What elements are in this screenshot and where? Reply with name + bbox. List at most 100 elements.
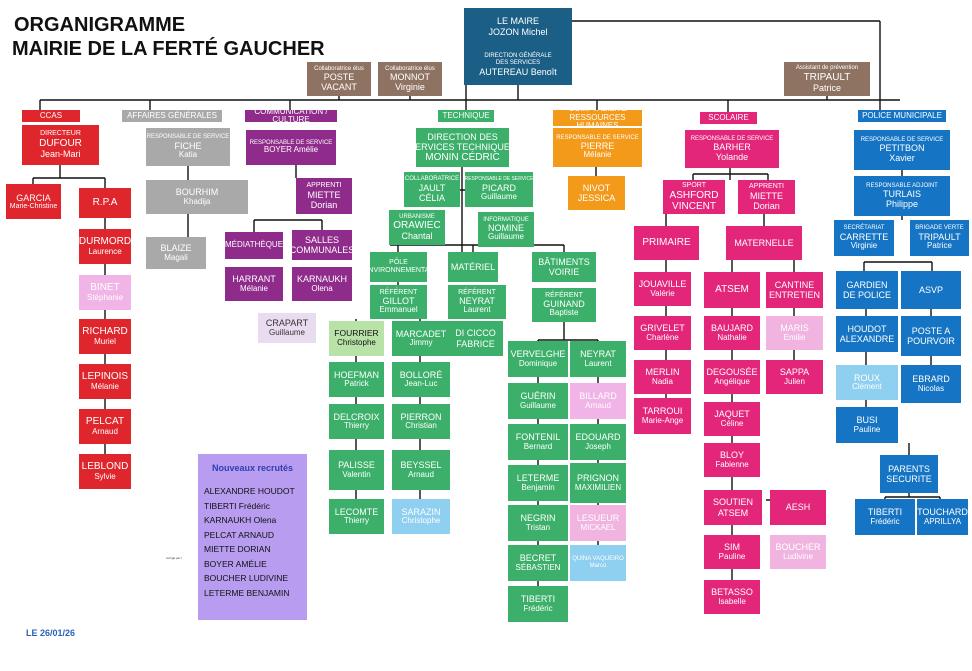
org-box-line: Jean-Mari	[40, 149, 81, 160]
header-scolaire: SCOLAIRE	[700, 112, 757, 124]
org-box-line: SPORT	[682, 181, 706, 189]
org-box-line: GARDIEN	[846, 279, 888, 290]
org-box-line: CRAPART	[265, 318, 309, 329]
org-box-line: Christophe	[401, 516, 441, 526]
org-box-line: BÂTIMENTS	[538, 256, 590, 267]
org-box-line: RÉFÉRENT	[379, 288, 418, 296]
org-box-line: VINCENT	[672, 200, 716, 212]
org-box-line: Benjamin	[521, 482, 555, 492]
org-box-line: Arnaud	[92, 426, 118, 436]
org-box-line: SALLES	[304, 234, 340, 245]
org-box-line: VOIRIE	[548, 267, 580, 277]
org-box-line: PRIGNON	[576, 473, 619, 484]
org-box-line: Guillaume	[480, 191, 517, 201]
org-box-line: Virginie	[850, 240, 878, 250]
org-box-line: MIETTE	[307, 189, 341, 200]
new-recruits-panel: Nouveaux recrutés ALEXANDRE HOUDOT TIBER…	[198, 454, 307, 620]
org-box-line: APPRENTI	[748, 183, 784, 190]
org-box-line: R.P.A	[92, 197, 118, 209]
org-box-line: FICHE	[174, 140, 202, 151]
recruit-name: BOUCHER LUDIVINE	[204, 573, 289, 583]
org-box-line: Jimmy	[409, 338, 433, 348]
org-box-line: Khadija	[183, 196, 211, 206]
org-box-line: ENTRETIEN	[768, 290, 820, 300]
org-box-line: LETERME	[516, 473, 560, 484]
org-box-atsem: ATSEM	[704, 272, 760, 308]
org-box-line: Valentin	[342, 469, 371, 479]
org-box-line: Christophe	[337, 337, 376, 347]
org-box-line: RESPONSABLE DE SERVICE	[465, 176, 533, 183]
org-box-line: GUINAND	[543, 299, 585, 310]
org-box-line: HOEFMAN	[334, 369, 379, 380]
org-box-primaire: PRIMAIRE	[634, 226, 699, 260]
org-box-line: BECRET	[519, 553, 557, 564]
header-technique: TECHNIQUE	[438, 110, 494, 122]
org-box-line: Chantal	[401, 231, 433, 242]
org-box-asvp: ASVP	[901, 271, 961, 309]
org-box-mediatheque: MÉDIATHÈQUE	[225, 232, 283, 259]
org-box-line: POURVOIR	[907, 336, 955, 346]
org-box-line: Isabelle	[718, 596, 746, 606]
org-box-line: POSTE A	[911, 325, 951, 336]
org-box-line: CÉLIA	[418, 192, 445, 203]
org-box-line: RÉFÉRENT	[458, 288, 496, 296]
org-box-line: KARNAUKH	[296, 274, 347, 285]
org-box-line: PIERRE	[580, 141, 615, 152]
recruit-name: MIETTE DORIAN	[204, 544, 271, 554]
org-box-line: Pauline	[853, 424, 881, 434]
org-box-line: JOZON Michel	[488, 26, 548, 37]
org-box-line: Emmanuel	[379, 305, 418, 315]
org-box-line: POSTE	[323, 72, 355, 83]
org-box-line: BAUJARD	[710, 323, 753, 334]
org-box-line: Patrice	[812, 82, 841, 93]
org-box-line: PARENTS	[888, 463, 930, 474]
org-box-line: EDOUARD	[575, 432, 621, 443]
org-box-line: GARCIA	[16, 192, 51, 203]
org-box-line: RESPONSABLE DE SERVICE	[690, 135, 774, 142]
org-box-line: SECURITE	[886, 474, 932, 484]
org-box-line: MIETTE	[750, 190, 783, 201]
recruit-name: BOYER AMÉLIE	[204, 558, 267, 569]
header-communication: COMMUNICATION / CULTURE	[245, 110, 337, 122]
org-box-line: Tristan	[525, 522, 551, 532]
org-box-line: Philippe	[885, 199, 919, 210]
org-box-line: Marie-Ange	[641, 415, 684, 425]
org-box-line: LESUEUR	[576, 513, 620, 524]
org-box-line: Stéphanie	[86, 292, 124, 302]
org-box-line: HARRANT	[232, 274, 276, 285]
org-box-line: HOUDOT	[847, 323, 887, 334]
org-box-line: Laurence	[88, 246, 122, 256]
org-box-line: COLLABORATRICE	[404, 176, 460, 183]
